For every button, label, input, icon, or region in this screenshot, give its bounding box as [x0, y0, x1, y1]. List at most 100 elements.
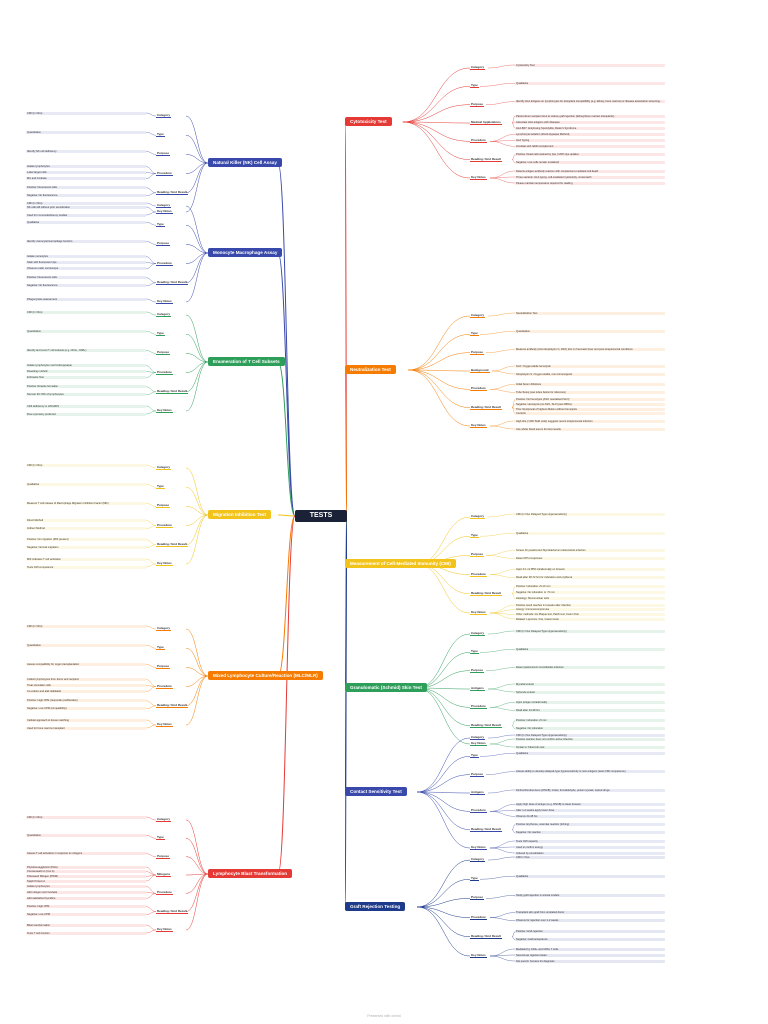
branch-6-field-4[interactable]: Reading / End Result	[156, 189, 189, 195]
branch-2-field-5[interactable]: Key Notes	[470, 610, 487, 615]
branch-6-field-2[interactable]: Purpose	[156, 151, 171, 157]
branch-9-field-2[interactable]: Purpose	[156, 503, 171, 509]
branch-8-field-2[interactable]: Purpose	[156, 350, 171, 356]
branch-9-field-0[interactable]: Category	[156, 465, 172, 470]
branch-4-field-3[interactable]: Antigens	[470, 790, 485, 795]
branch-5-field-4[interactable]: Reading / End Result	[470, 933, 503, 939]
branch-11-field-6[interactable]: Key Notes	[156, 927, 173, 932]
branch-0-field-2[interactable]: Purpose	[470, 101, 485, 107]
branch-3-field-6[interactable]: Key Notes	[470, 741, 487, 746]
branch-5[interactable]: Graft Rejection Testing	[345, 902, 406, 911]
branch-9-field-5[interactable]: Key Notes	[156, 561, 173, 566]
branch-0-field-5[interactable]: Reading / End Result	[470, 156, 503, 162]
branch-5-field-5[interactable]: Key Notes	[470, 953, 487, 958]
branch-3-field-0[interactable]: Category	[470, 631, 486, 636]
branch-0[interactable]: Cytotoxicity Test	[345, 117, 392, 126]
branch-4-field-4[interactable]: Procedure	[470, 808, 487, 814]
branch-1[interactable]: Neutralization Test	[345, 365, 396, 374]
branch-1-field-3[interactable]: Background	[470, 368, 490, 373]
branch-6-field-3[interactable]: Procedure	[156, 170, 173, 176]
branch-10-field-4[interactable]: Reading / End Result	[156, 702, 189, 708]
branch-8-field-5[interactable]: Key Notes	[156, 408, 173, 413]
branch-6[interactable]: Natural Killer (NK) Cell Assay	[208, 158, 282, 167]
branch-4[interactable]: Contact Sensitivity Test	[345, 787, 407, 796]
connector	[145, 391, 157, 395]
branch-6-field-1[interactable]: Type	[156, 132, 165, 138]
branch-2-field-4[interactable]: Reading / End Result	[470, 590, 503, 596]
branch-3-field-1[interactable]: Type	[470, 649, 479, 655]
branch-10-field-2[interactable]: Purpose	[156, 664, 171, 670]
branch-11-field-5[interactable]: Reading / End Result	[156, 908, 189, 914]
branch-2-field-0[interactable]: Category	[470, 514, 486, 519]
branch-0-field-4[interactable]: Procedure	[470, 138, 487, 144]
branch-9-field-3[interactable]: Procedure	[156, 522, 173, 528]
branch-11[interactable]: Lymphocyte Blast Transformation	[208, 869, 293, 878]
branch-10-field-5[interactable]: Key Notes	[156, 722, 173, 727]
branch-1-field-2[interactable]: Purpose	[470, 349, 485, 355]
branch-3-field-3[interactable]: Antigens	[470, 686, 485, 691]
branch-9-field-1[interactable]: Type	[156, 484, 165, 490]
branch-7-field-5[interactable]: Key Notes	[156, 299, 173, 304]
branch-7-field-3[interactable]: Procedure	[156, 260, 173, 266]
branch-1-field-4[interactable]: Procedure	[470, 386, 487, 392]
branch-5-field-2[interactable]: Purpose	[470, 895, 485, 901]
branch-4-field-0[interactable]: Category	[470, 735, 486, 740]
branch-6-field-5[interactable]: Key Notes	[156, 209, 173, 214]
branch-10-field-1[interactable]: Type	[156, 645, 165, 651]
branch-10-field-3[interactable]: Procedure	[156, 683, 173, 689]
branch-10[interactable]: Mixed Lymphocyte Culture/Reaction (MLC/M…	[208, 671, 323, 680]
branch-7[interactable]: Monocyte Macrophage Assay	[208, 248, 283, 257]
branch-4-field-1[interactable]: Type	[470, 753, 479, 759]
branch-4-field-2[interactable]: Purpose	[470, 771, 485, 777]
branch-1-field-0[interactable]: Category	[470, 313, 486, 318]
branch-9-field-4[interactable]: Reading / End Result	[156, 541, 189, 547]
branch-5-field-3[interactable]: Procedure	[470, 914, 487, 920]
branch-2-field-1[interactable]: Type	[470, 533, 479, 539]
branch-8-field-3[interactable]: Procedure	[156, 369, 173, 375]
branch-11-item: Isolate lymphocytes	[26, 884, 146, 888]
connector	[485, 771, 516, 775]
branch-5-field-0[interactable]: Category	[470, 857, 486, 862]
branch-11-field-2[interactable]: Purpose	[156, 853, 171, 859]
branch-7-field-0[interactable]: Category	[156, 203, 172, 208]
branch-4-field-6[interactable]: Key Notes	[470, 845, 487, 850]
branch-7-field-1[interactable]: Type	[156, 222, 165, 228]
branch-3-field-4[interactable]: Procedure	[470, 704, 487, 710]
branch-10-field-0[interactable]: Category	[156, 626, 172, 631]
branch-0-item: Incubate with rabbit complement	[515, 144, 665, 148]
branch-4-item: Tests CMI capacity	[515, 839, 665, 843]
branch-1-field-6[interactable]: Key Notes	[470, 423, 487, 428]
branch-8-field-0[interactable]: Category	[156, 312, 172, 317]
branch-5-field-1[interactable]: Type	[470, 876, 479, 882]
branch-2-field-3[interactable]: Procedure	[470, 571, 487, 577]
connector	[277, 515, 296, 677]
branch-1-field-5[interactable]: Reading / End Result	[470, 404, 503, 410]
branch-7-field-2[interactable]: Purpose	[156, 241, 171, 247]
branch-1-field-1[interactable]: Type	[470, 331, 479, 337]
connector	[145, 202, 157, 207]
branch-11-field-1[interactable]: Type	[156, 835, 165, 841]
branch-3-field-5[interactable]: Reading / End Result	[470, 722, 503, 728]
branch-8-field-4[interactable]: Reading / End Result	[156, 388, 189, 394]
branch-3-field-2[interactable]: Purpose	[470, 667, 485, 673]
branch-11-field-4[interactable]: Procedure	[156, 890, 173, 896]
connector	[145, 816, 157, 821]
branch-2[interactable]: Measurement of Cell-Mediated Immunity (C…	[345, 559, 456, 568]
branch-11-field-0[interactable]: Category	[156, 817, 172, 822]
branch-3[interactable]: Granulomatic (Schmid) Skin Test	[345, 683, 427, 692]
branch-4-field-5[interactable]: Reading / End Result	[470, 826, 503, 832]
branch-0-field-0[interactable]: Category	[470, 65, 486, 70]
branch-6-item: Isolate lymphocytes	[26, 165, 146, 169]
branch-9[interactable]: Migration Inhibition Test	[208, 510, 271, 519]
branch-8-field-1[interactable]: Type	[156, 331, 165, 337]
branch-0-field-3[interactable]: Medical Applications	[470, 120, 502, 125]
branch-7-field-4[interactable]: Reading / End Result	[156, 279, 189, 285]
branch-0-field-1[interactable]: Type	[470, 83, 479, 89]
branch-2-field-2[interactable]: Purpose	[470, 552, 485, 558]
connector	[145, 173, 157, 179]
branch-11-field-3[interactable]: Mitogens	[156, 872, 172, 877]
branch-8[interactable]: Enumeration of T Cell Subsets	[208, 357, 285, 366]
root-node[interactable]: TESTS	[295, 510, 347, 522]
branch-6-field-0[interactable]: Category	[156, 113, 172, 118]
branch-0-field-6[interactable]: Key Notes	[470, 175, 487, 180]
